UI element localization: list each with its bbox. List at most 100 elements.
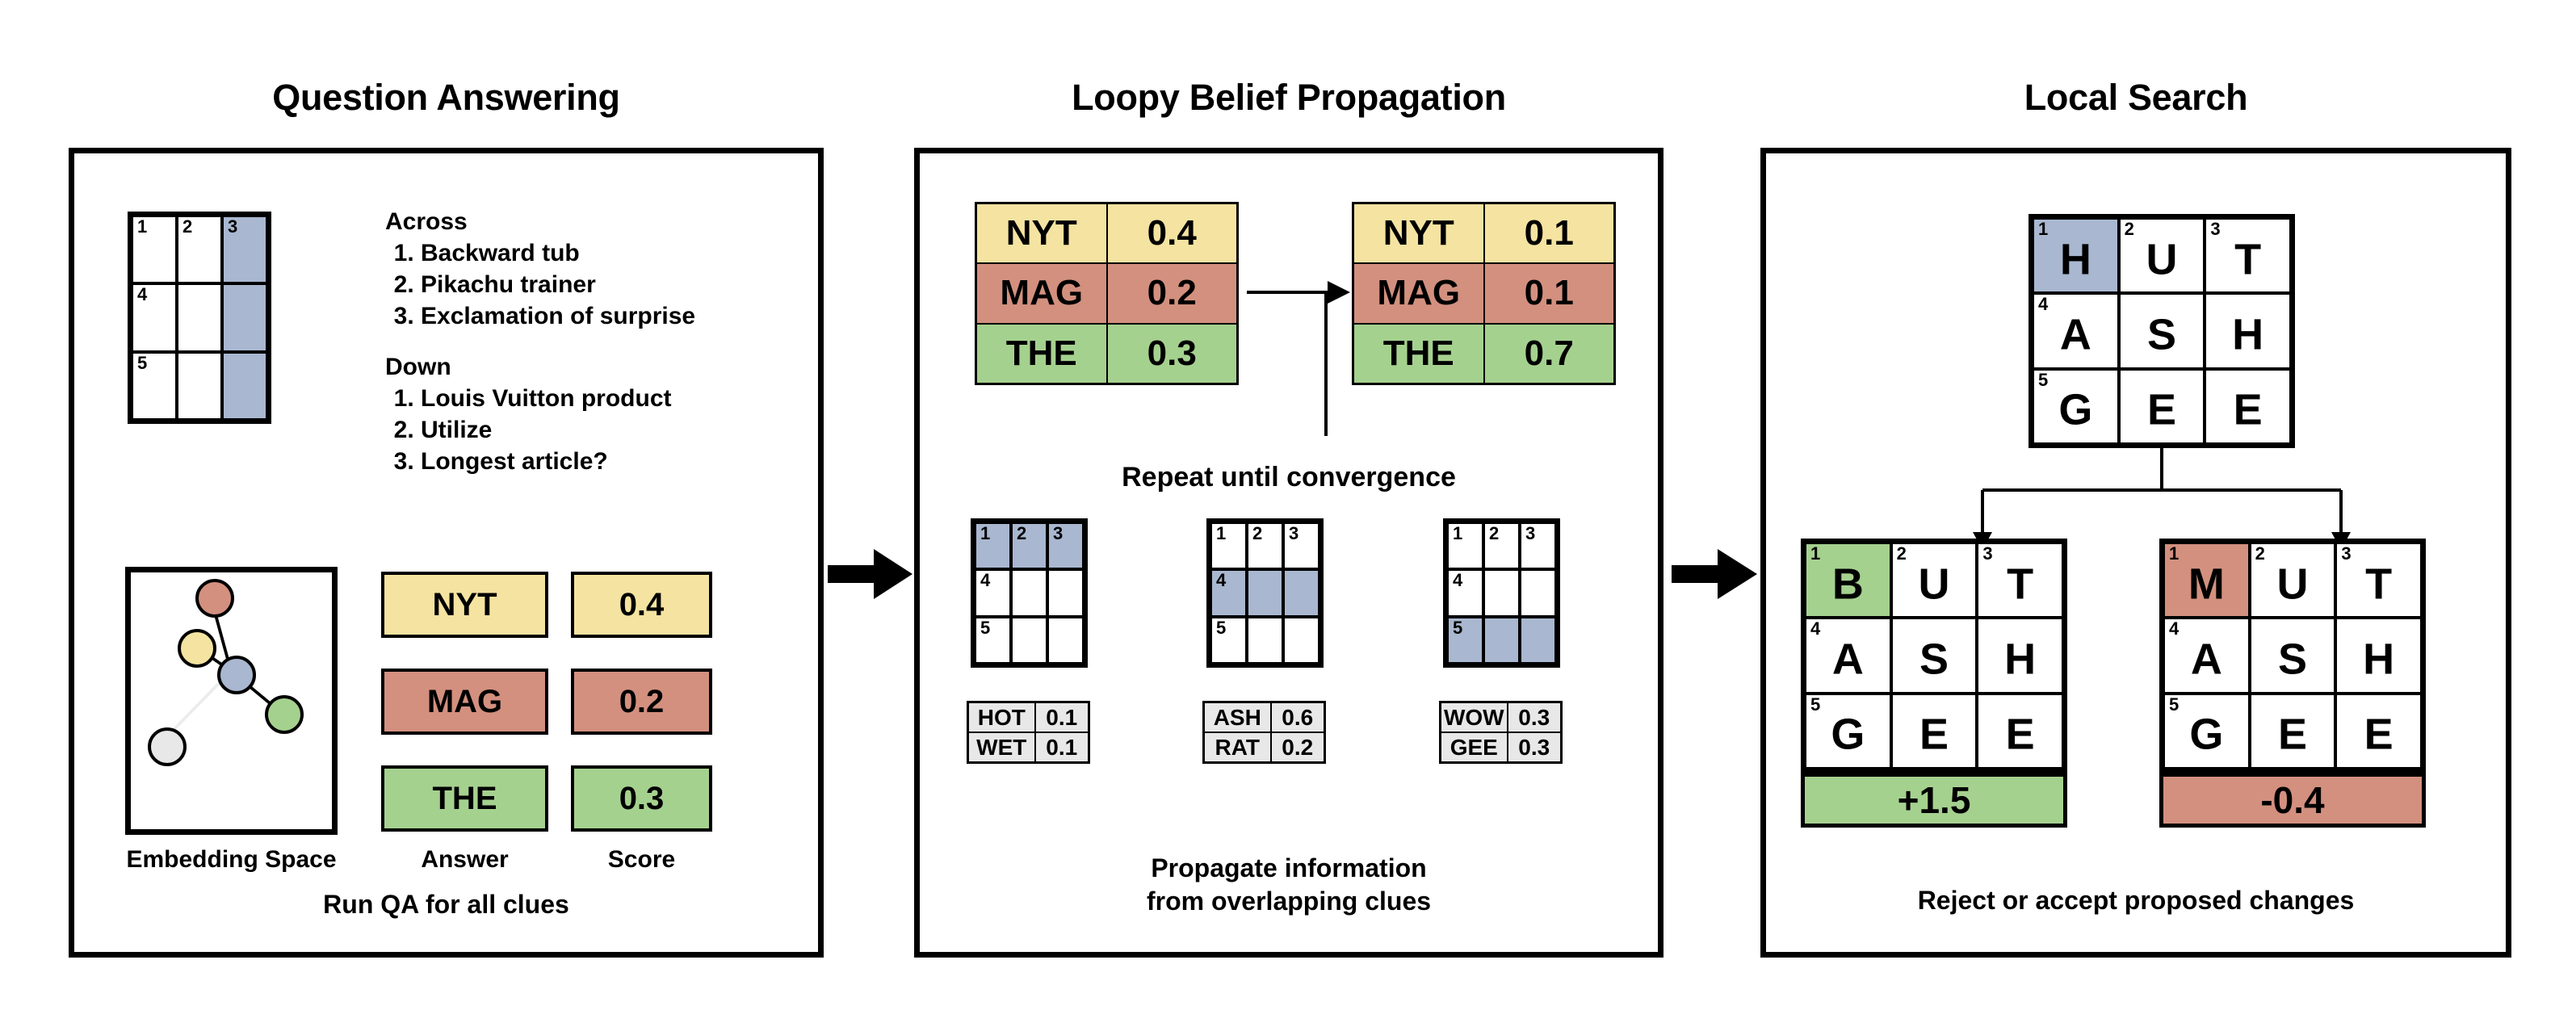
qa-answer-chip-2[interactable]: MAG	[381, 669, 548, 735]
ls-a-r3c3[interactable]: E	[1977, 693, 2063, 769]
cell-number: 2	[2124, 219, 2134, 239]
clue-down-2[interactable]: Utilize	[421, 418, 805, 442]
lbp-g3-r2c1[interactable]: 4	[1447, 569, 1483, 617]
score-column-label: Score	[607, 846, 676, 873]
ls-a-r3c2[interactable]: E	[1890, 693, 1978, 769]
ls-parent-r2c3[interactable]: H	[2205, 293, 2291, 369]
lbp-g2-r3c1[interactable]: 5	[1210, 616, 1247, 664]
lbp-g1-r3c3[interactable]	[1047, 616, 1084, 664]
qa-answer-chip-3[interactable]: THE	[381, 765, 548, 832]
lbp-g2-r1c3[interactable]: 3	[1283, 522, 1319, 570]
qa-cell-r3c2[interactable]	[177, 351, 222, 420]
lbp-g1-r2c2[interactable]	[1011, 569, 1047, 617]
lbp-g2-r3c3[interactable]	[1283, 616, 1319, 664]
lbp-g1-r3c2[interactable]	[1011, 616, 1047, 664]
lbp-g3-r1c1[interactable]: 1	[1447, 522, 1483, 570]
ls-b-r3c2[interactable]: E	[2249, 693, 2336, 769]
lbp-g2-r2c2[interactable]	[1247, 569, 1283, 617]
ls-b-r3c3[interactable]: E	[2335, 693, 2422, 769]
qa-score-chip-3[interactable]: 0.3	[571, 765, 712, 832]
lbp-g2-r1c2[interactable]: 2	[1247, 522, 1283, 570]
lbp-g2-r2c1[interactable]: 4	[1210, 569, 1247, 617]
ls-a-r2c3[interactable]: H	[1977, 618, 2063, 694]
lbp-g3-r2c2[interactable]	[1483, 569, 1520, 617]
cell-letter: E	[2146, 385, 2176, 434]
clues-across-list: Backward tub Pikachu trainer Exclamation…	[395, 241, 805, 329]
lbp-g3-r1c2[interactable]: 2	[1483, 522, 1520, 570]
qa-answer-chip-1[interactable]: NYT	[381, 572, 548, 638]
qa-score-chip-2[interactable]: 0.2	[571, 669, 712, 735]
cell-number: 5	[980, 617, 991, 638]
lbp-g2-r3c2[interactable]	[1247, 616, 1283, 664]
lbp-g3-r1c3[interactable]: 3	[1520, 522, 1556, 570]
lbp-cand1-word-1: HOT	[969, 703, 1034, 731]
lbp-g3-r3c1[interactable]: 5	[1447, 616, 1483, 664]
embedding-node-red[interactable]	[195, 579, 234, 618]
ls-b-r2c3[interactable]: H	[2335, 618, 2422, 694]
ls-parent-r3c2[interactable]: E	[2118, 368, 2205, 444]
clue-across-2[interactable]: Pikachu trainer	[421, 273, 805, 297]
qa-cell-r1c1[interactable]: 1	[132, 216, 177, 284]
lbp-g3-r2c3[interactable]	[1520, 569, 1556, 617]
clue-down-1[interactable]: Louis Vuitton product	[421, 387, 805, 411]
clue-across-1[interactable]: Backward tub	[421, 241, 805, 266]
lbp-cand1-score-2: 0.1	[1035, 733, 1088, 761]
qa-cell-r2c2[interactable]	[177, 283, 222, 352]
qa-cell-r3c1[interactable]: 5	[132, 351, 177, 420]
cell-letter: T	[2234, 234, 2262, 283]
cell-letter: T	[2365, 559, 2393, 608]
cell-number: 1	[2169, 543, 2180, 564]
qa-cell-r2c3[interactable]	[222, 283, 267, 352]
panel-caption-question-answering: Run QA for all clues	[323, 890, 569, 919]
clue-across-3[interactable]: Exclamation of surprise	[421, 304, 805, 329]
qa-cell-r1c2[interactable]: 2	[177, 216, 222, 284]
belief-before-score-1: 0.4	[1107, 204, 1236, 263]
lbp-g2-r1c1[interactable]: 1	[1210, 522, 1247, 570]
lbp-grid-3: 1 2 3 4 5	[1443, 518, 1560, 668]
embedding-node-yellow[interactable]	[178, 629, 216, 668]
ls-parent-r3c3[interactable]: E	[2205, 368, 2291, 444]
cell-letter: H	[2059, 234, 2091, 283]
cell-number: 5	[1810, 694, 1821, 715]
qa-cell-r1c3[interactable]: 3	[222, 216, 267, 284]
lbp-g1-r2c1[interactable]: 4	[975, 569, 1011, 617]
lbp-g2-r2c3[interactable]	[1283, 569, 1319, 617]
embedding-node-gray[interactable]	[148, 727, 187, 766]
belief-before-score-3: 0.3	[1107, 324, 1236, 383]
ls-parent-r2c2[interactable]: S	[2118, 293, 2205, 369]
cell-letter: T	[2007, 559, 2034, 608]
lbp-g3-r3c2[interactable]	[1483, 616, 1520, 664]
qa-cell-r3c3[interactable]	[222, 351, 267, 420]
embedding-node-green[interactable]	[265, 695, 304, 734]
ls-a-r2c2[interactable]: S	[1890, 618, 1978, 694]
lbp-g1-r3c1[interactable]: 5	[975, 616, 1011, 664]
lbp-cand2-score-2: 0.2	[1271, 733, 1324, 761]
lbp-g1-r1c3[interactable]: 3	[1047, 522, 1084, 570]
ls-b-r2c2[interactable]: S	[2249, 618, 2336, 694]
lbp-g1-r1c1[interactable]: 1	[975, 522, 1011, 570]
lbp-g3-r3c3[interactable]	[1520, 616, 1556, 664]
lbp-g1-r1c2[interactable]: 2	[1011, 522, 1047, 570]
embedding-node-blue[interactable]	[217, 656, 256, 694]
qa-score-chip-1[interactable]: 0.4	[571, 572, 712, 638]
clue-down-3[interactable]: Longest article?	[421, 450, 805, 474]
clue-list-spacer	[385, 336, 805, 355]
qa-cell-r2c1[interactable]: 4	[132, 283, 177, 352]
lbp-g1-r2c3[interactable]	[1047, 569, 1084, 617]
